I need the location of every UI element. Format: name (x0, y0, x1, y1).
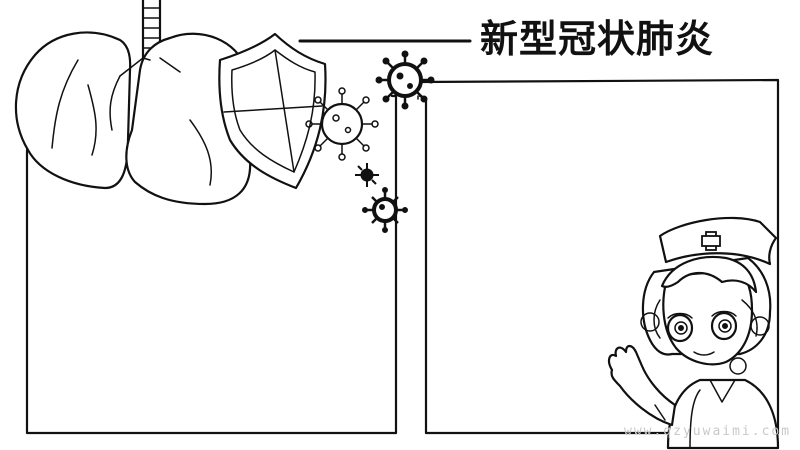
watermark-text: www.qzyuwaimi.com (624, 424, 792, 439)
left-writing-frame (25, 94, 398, 435)
lungs-icon (14, 0, 252, 206)
virus-icon (362, 187, 408, 233)
virus-icon (355, 163, 379, 187)
virus-icon (375, 50, 435, 110)
shield-icon (218, 32, 327, 190)
virus-icon (305, 87, 379, 161)
nurse-illustration (607, 216, 780, 450)
page-title: 新型冠状肺炎 (480, 17, 715, 61)
